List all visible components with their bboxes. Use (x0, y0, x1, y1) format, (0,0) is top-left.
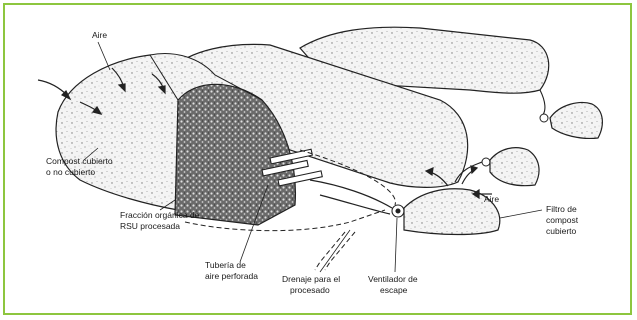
label-tuberia-line2: aire perforada (205, 271, 258, 281)
label-filtro-line2: compost (546, 215, 579, 225)
fan-middle (482, 158, 490, 166)
label-drenaje-line2: procesado (290, 285, 330, 295)
label-fraccion-line2: RSU procesada (120, 221, 180, 231)
label-aire-top: Aire (92, 30, 107, 40)
exhaust-fan (392, 205, 404, 217)
label-ventilador-line1: Ventilador de (368, 274, 418, 284)
label-aire-right: Aire (484, 194, 499, 204)
label-filtro-line1: Filtro de (546, 204, 577, 214)
label-tuberia-line1: Tubería de (205, 260, 246, 270)
label-compost-line1: Compost cubierto (46, 156, 113, 166)
compost-filter-middle (490, 148, 539, 186)
label-compost-line2: o no cubierto (46, 167, 95, 177)
label-ventilador-line2: escape (380, 285, 408, 295)
fan-back (540, 114, 548, 122)
label-filtro-line3: cubierto (546, 226, 577, 236)
compost-filter-back (550, 103, 602, 139)
air-duct-lower (320, 195, 390, 214)
label-fraccion-line1: Fracción orgánica de (120, 210, 200, 220)
label-drenaje-line1: Drenaje para el (282, 274, 340, 284)
